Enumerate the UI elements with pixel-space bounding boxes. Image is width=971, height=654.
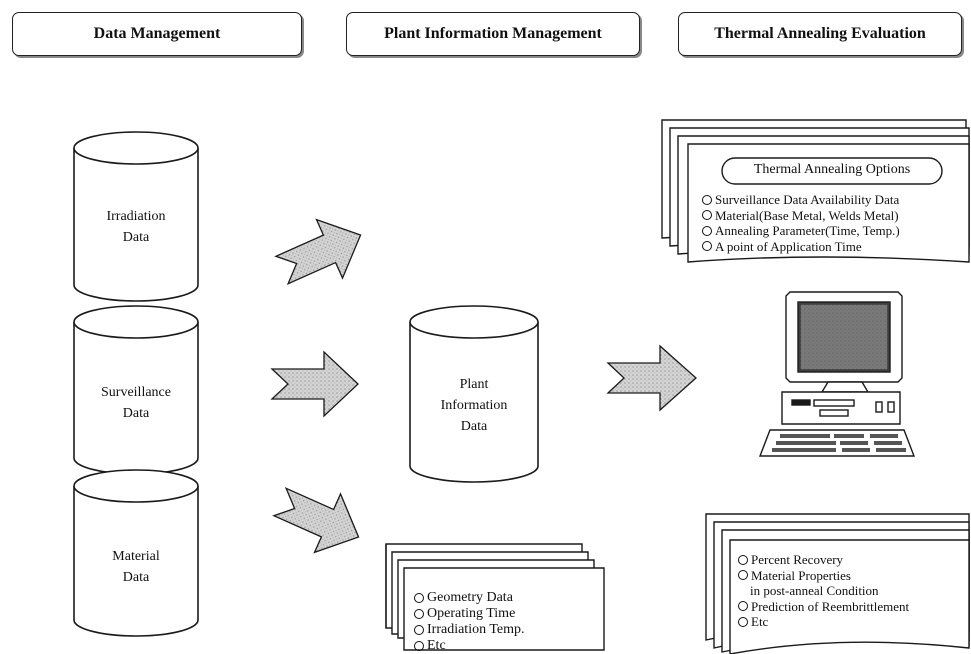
material-text: Material(Base Metal, Welds Metal): [715, 207, 899, 223]
surveillance-data-label-line2: Data: [122, 406, 150, 421]
surveillance-data-cylinder: [73, 305, 199, 475]
geometry-data-text: Geometry Data: [427, 590, 513, 605]
percent-recovery-text: Percent Recovery: [751, 552, 844, 567]
bullet-circle-icon: [702, 210, 712, 221]
annealing-options-list: Surveillance Data Availability Data Mate…: [702, 192, 900, 254]
list-item: Material Properties: [738, 568, 909, 584]
bullet-circle-icon: [702, 241, 712, 252]
plant-information-data-label: Plant Information Data: [414, 374, 534, 437]
arrow-irradiation-to-plant: [274, 218, 362, 285]
computer-icon: [758, 291, 916, 457]
surveillance-data-label: Surveillance Data: [76, 382, 196, 424]
bullet-circle-icon: [414, 609, 424, 619]
bullet-circle-icon: [738, 570, 748, 581]
list-item: Geometry Data: [414, 590, 525, 606]
list-item: in post-anneal Condition: [738, 583, 909, 599]
irradiation-data-label: Irradiation Data: [76, 206, 196, 248]
irradiation-temp-text: Irradiation Temp.: [427, 622, 525, 637]
material-data-label-line2: Data: [122, 570, 150, 585]
surveillance-availability-text: Surveillance Data Availability Data: [715, 192, 900, 207]
etc-text: Etc: [427, 638, 446, 653]
results-document-stack: [705, 513, 970, 654]
bullet-circle-icon: [738, 616, 748, 627]
application-time-text: A point of Application Time: [715, 238, 862, 254]
material-data-label: Material Data: [76, 546, 196, 588]
plant-info-document-stack: [385, 543, 605, 651]
plant-information-data-label-line2: Information: [440, 398, 508, 413]
bullet-circle-icon: [414, 625, 424, 635]
list-item: Annealing Parameter(Time, Temp.): [702, 223, 900, 239]
list-item: Etc: [738, 614, 909, 630]
plant-information-data-cylinder: [409, 305, 539, 483]
list-item: Material(Base Metal, Welds Metal): [702, 208, 900, 224]
bullet-circle-icon: [738, 601, 748, 612]
surveillance-data-label-line1: Surveillance: [101, 385, 171, 400]
list-item: Percent Recovery: [738, 552, 909, 568]
plant-information-data-label-line1: Plant: [459, 377, 489, 392]
plant-information-data-label-line3: Data: [460, 419, 488, 434]
arrow-plant-to-evaluation: [606, 344, 697, 412]
arrow-material-to-plant: [272, 487, 360, 554]
header-data-management: Data Management: [12, 12, 302, 56]
bullet-circle-icon: [702, 225, 712, 236]
material-data-label-line1: Material: [112, 549, 160, 564]
header-plant-information-management: Plant Information Management: [346, 12, 640, 56]
irradiation-data-label-line1: Irradiation: [106, 209, 166, 224]
list-item: Surveillance Data Availability Data: [702, 192, 900, 208]
list-item: Etc: [414, 638, 525, 654]
operating-time-text: Operating Time: [427, 606, 516, 621]
list-item: A point of Application Time: [702, 239, 900, 255]
reembrittlement-text: Prediction of Reembrittlement: [751, 598, 910, 614]
material-properties-text: Material Properties: [751, 567, 851, 583]
list-item: Irradiation Temp.: [414, 622, 525, 638]
list-item: Prediction of Reembrittlement: [738, 599, 909, 615]
results-document-list: Percent Recovery Material Properties in …: [738, 552, 909, 630]
arrow-surveillance-to-plant: [270, 350, 359, 418]
irradiation-data-label-line2: Data: [122, 230, 150, 245]
bullet-circle-icon: [702, 194, 712, 205]
header-thermal-annealing-evaluation: Thermal Annealing Evaluation: [678, 12, 962, 56]
plant-info-document-list: Geometry Data Operating Time Irradiation…: [414, 590, 525, 654]
etc-text: Etc: [751, 614, 769, 629]
annealing-options-title-frame: [721, 157, 943, 185]
list-item: Operating Time: [414, 606, 525, 622]
bullet-circle-icon: [414, 641, 424, 651]
annealing-options-title: Thermal Annealing Options: [753, 162, 911, 177]
bullet-circle-icon: [738, 554, 748, 565]
bullet-circle-icon: [414, 593, 424, 603]
annealing-parameter-text: Annealing Parameter(Time, Temp.): [715, 223, 900, 238]
post-anneal-condition-text: in post-anneal Condition: [750, 583, 879, 598]
irradiation-data-cylinder: [73, 131, 199, 302]
material-data-cylinder: [73, 469, 199, 637]
